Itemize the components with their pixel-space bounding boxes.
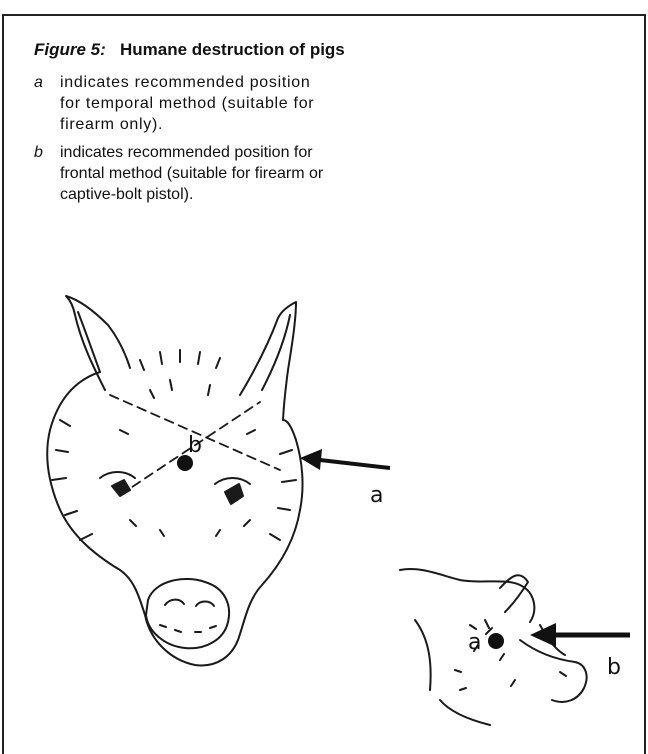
side-arrow-label: b [607,655,621,680]
front-arrow-label: a [370,483,383,508]
temporal-position-dot [488,633,504,649]
front-point-label: b [188,433,202,458]
frontal-arrow [530,623,630,647]
temporal-arrow [300,449,390,470]
pig-head-front-view [47,296,302,665]
side-point-label: a [468,630,481,655]
